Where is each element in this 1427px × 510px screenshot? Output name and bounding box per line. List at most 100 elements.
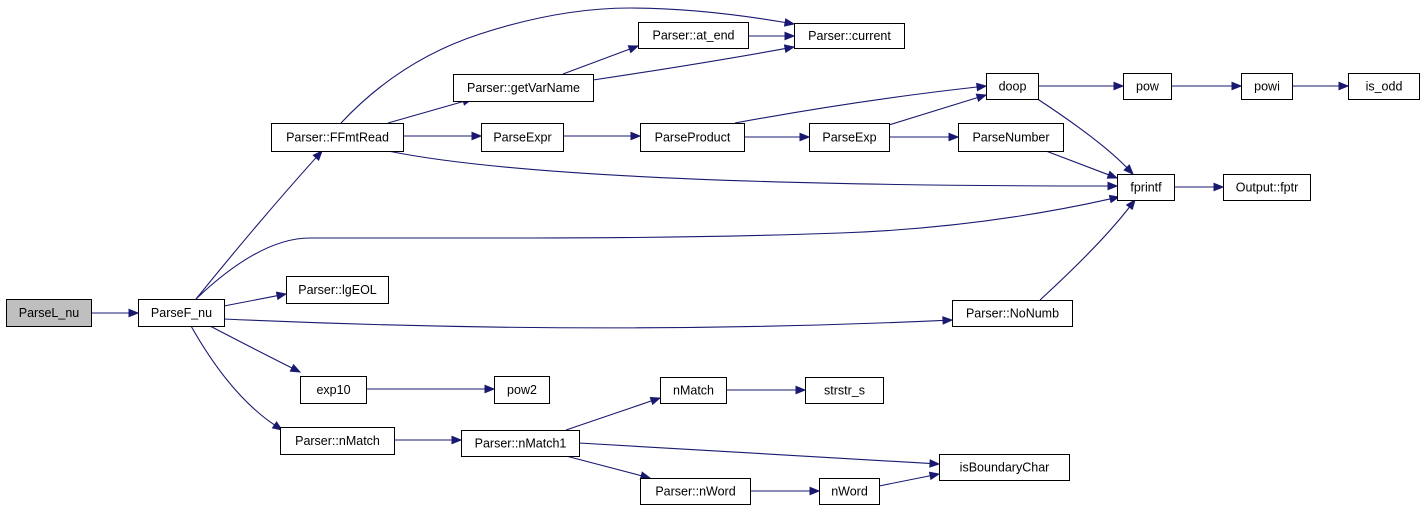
edge-arrowhead — [1107, 181, 1119, 191]
edge-line — [888, 97, 978, 126]
node-nMatch[interactable]: nMatch — [660, 377, 727, 404]
node-label: Parser::nMatch1 — [475, 437, 567, 451]
node-ParseProduct[interactable]: ParseProduct — [640, 123, 745, 152]
edge-line — [562, 48, 630, 75]
edge-arrowhead — [1338, 81, 1350, 91]
node-box[interactable] — [461, 430, 580, 457]
edge-arrowhead — [948, 132, 960, 142]
edge-doop-to-pow — [1038, 81, 1125, 91]
node-fprintf[interactable]: fprintf — [1117, 174, 1175, 201]
edge-arrowhead — [929, 459, 941, 468]
node-FFmtRead[interactable]: Parser::FFmtRead — [271, 123, 404, 152]
node-box[interactable] — [1223, 174, 1311, 201]
edge-arrowhead — [1125, 198, 1136, 211]
edge-nMatch1-to-nMatch — [565, 396, 662, 431]
node-box[interactable] — [986, 73, 1039, 100]
node-pow2[interactable]: pow2 — [494, 376, 550, 404]
root-node-box[interactable] — [6, 299, 92, 327]
edge-ParseNumber-to-fprintf — [1045, 150, 1119, 179]
node-nWord[interactable]: nWord — [819, 478, 880, 505]
node-label: Output::fptr — [1236, 181, 1299, 195]
node-box[interactable] — [1117, 174, 1175, 201]
edge-arrowhead — [975, 93, 988, 102]
node-box[interactable] — [939, 454, 1070, 481]
edge-arrowhead — [471, 131, 483, 141]
node-box[interactable] — [638, 22, 749, 49]
node-box[interactable] — [494, 376, 550, 404]
node-label: ParseL_nu — [19, 306, 80, 320]
edge-exp10-to-pow2 — [366, 384, 496, 394]
node-fptr[interactable]: Output::fptr — [1223, 174, 1311, 201]
node-lgEOL[interactable]: Parser::lgEOL — [286, 276, 389, 304]
edge-arrowhead — [1213, 182, 1225, 192]
edge-line — [578, 442, 931, 465]
edge-NoNumb-to-fprintf — [1039, 198, 1136, 301]
edge-nMatch-to-strstr_s — [726, 385, 807, 395]
node-box[interactable] — [819, 478, 880, 505]
node-label: is_odd — [1366, 80, 1403, 94]
edge-arrowhead — [1106, 170, 1119, 179]
edge-arrowhead — [1113, 81, 1125, 91]
edge-line — [195, 157, 317, 300]
edge-ParseF_nu-to-NoNumb — [223, 316, 954, 329]
node-nMatch1[interactable]: Parser::nMatch1 — [461, 430, 580, 457]
node-label: ParseProduct — [655, 131, 731, 145]
edge-at_end-to-current — [748, 31, 796, 41]
edge-arrowhead — [784, 31, 796, 41]
edge-line — [1045, 150, 1109, 176]
node-box[interactable] — [640, 478, 751, 505]
edge-line — [223, 318, 944, 329]
node-strstr_s[interactable]: strstr_s — [805, 377, 884, 404]
node-ParseL_nu[interactable]: ParseL_nu — [6, 299, 92, 327]
node-box[interactable] — [453, 74, 594, 102]
node-label: strstr_s — [824, 384, 865, 398]
node-label: Parser::nWord — [655, 485, 735, 499]
edge-line — [195, 198, 1111, 300]
node-current[interactable]: Parser::current — [794, 23, 905, 49]
node-getVarName[interactable]: Parser::getVarName — [453, 74, 594, 102]
node-ParseExp[interactable]: ParseExp — [809, 123, 890, 152]
node-box[interactable] — [280, 427, 395, 455]
node-box[interactable] — [1348, 73, 1420, 100]
node-ParseNumber[interactable]: ParseNumber — [958, 123, 1064, 152]
node-box[interactable] — [1241, 73, 1293, 100]
node-P_nWord[interactable]: Parser::nWord — [640, 478, 751, 505]
node-box[interactable] — [481, 123, 564, 152]
edge-ParseExp-to-ParseNumber — [889, 132, 960, 142]
node-box[interactable] — [640, 123, 745, 152]
edge-FFmtRead-to-fprintf — [387, 150, 1119, 191]
node-pow[interactable]: pow — [1123, 73, 1172, 100]
node-at_end[interactable]: Parser::at_end — [638, 22, 749, 49]
edge-ParseProduct-to-doop — [734, 82, 988, 124]
node-isBoundaryChar[interactable]: isBoundaryChar — [939, 454, 1070, 481]
node-box[interactable] — [138, 299, 225, 327]
node-P_nMatch[interactable]: Parser::nMatch — [280, 427, 395, 455]
node-label: fprintf — [1130, 181, 1162, 195]
node-label: Parser::NoNumb — [966, 307, 1059, 321]
edge-line — [209, 325, 293, 369]
edge-line — [734, 86, 978, 124]
node-is_odd[interactable]: is_odd — [1348, 73, 1420, 100]
node-box[interactable] — [794, 23, 905, 49]
node-label: ParseNumber — [972, 131, 1049, 145]
node-powi[interactable]: powi — [1241, 73, 1293, 100]
node-exp10[interactable]: exp10 — [300, 376, 367, 404]
node-box[interactable] — [809, 123, 890, 152]
node-doop[interactable]: doop — [986, 73, 1039, 100]
edge-line — [565, 455, 642, 477]
node-box[interactable] — [300, 376, 367, 404]
node-box[interactable] — [271, 123, 404, 152]
node-ParseExpr[interactable]: ParseExpr — [481, 123, 564, 152]
node-box[interactable] — [286, 276, 389, 304]
edge-arrowhead — [312, 149, 323, 161]
node-NoNumb[interactable]: Parser::NoNumb — [952, 300, 1073, 327]
node-box[interactable] — [660, 377, 727, 404]
node-ParseF_nu[interactable]: ParseF_nu — [138, 299, 225, 327]
node-box[interactable] — [805, 377, 884, 404]
node-box[interactable] — [952, 300, 1073, 327]
node-box[interactable] — [1123, 73, 1172, 100]
node-box[interactable] — [958, 123, 1064, 152]
edge-arrowhead — [928, 471, 941, 481]
